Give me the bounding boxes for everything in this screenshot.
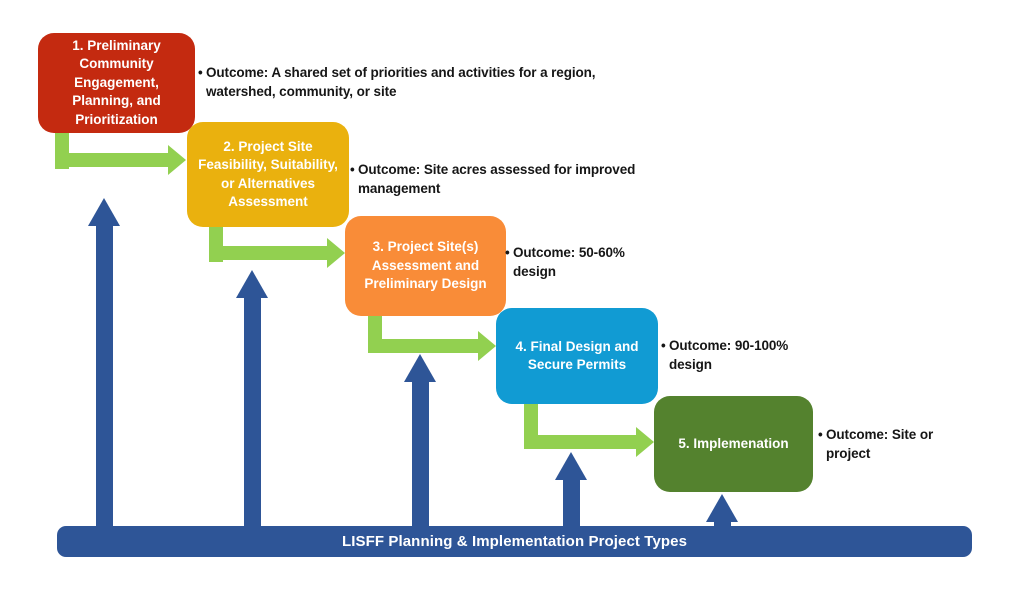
outcome-4-line1: Outcome: 90-100% [669,338,789,353]
bullet-icon: • [661,338,666,353]
right-arrowhead-icon [636,427,654,457]
outcome-2: • Outcome: Site acres assessed for impro… [350,160,635,198]
outcome-5-line1: Outcome: Site or [826,427,934,442]
connector-horizontal-segment [209,246,327,260]
up-arrowhead-icon [236,270,268,298]
up-arrow-shaft [714,519,731,529]
up-arrowhead-icon [88,198,120,226]
step-4-label: 4. Final Design and Secure Permits [515,338,639,373]
outcome-5-line2: project [826,446,871,461]
outcome-1-line2: watershed, community, or site [206,84,397,99]
outcome-1: • Outcome: A shared set of priorities an… [198,63,596,101]
outcome-4-line2: design [669,357,712,372]
step-1-label: 1. Preliminary Community Engagement, Pla… [72,37,161,127]
step-5-box: 5. Implemenation [654,396,813,492]
bullet-icon: • [350,162,355,177]
outcome-3-line1: Outcome: 50-60% [513,245,625,260]
outcome-2-line1: Outcome: Site acres assessed for improve… [358,162,636,177]
right-arrowhead-icon [478,331,496,361]
base-bar-label: LISFF Planning & Implementation Project … [341,533,688,550]
up-arrow-shaft [412,381,429,527]
outcome-1-line1: Outcome: A shared set of priorities and … [206,65,596,80]
step-3-label: 3. Project Site(s) Assessment and Prelim… [364,239,487,292]
outcome-2-line2: management [358,181,441,196]
base-bar: LISFF Planning & Implementation Project … [57,526,972,557]
outcome-3: • Outcome: 50-60% design [505,243,625,281]
step-2-box: 2. Project Site Feasibility, Suitability… [187,122,349,227]
right-arrowhead-icon [327,238,345,268]
bullet-icon: • [818,427,823,442]
connector-horizontal-segment [55,153,168,167]
connector-horizontal-segment [524,435,636,449]
outcome-4: • Outcome: 90-100% design [661,336,788,374]
step-4-box: 4. Final Design and Secure Permits [496,308,658,404]
step-5-label: 5. Implemenation [678,435,789,451]
step-1-box: 1. Preliminary Community Engagement, Pla… [38,33,195,133]
up-arrow-shaft [563,479,580,527]
bullet-icon: • [198,65,203,80]
up-arrowhead-icon [706,494,738,522]
outcome-5: • Outcome: Site or project [818,425,933,463]
bullet-icon: • [505,245,510,260]
right-arrowhead-icon [168,145,186,175]
connector-horizontal-segment [368,339,478,353]
up-arrowhead-icon [404,354,436,382]
outcome-3-line2: design [513,264,556,279]
step-3-box: 3. Project Site(s) Assessment and Prelim… [345,216,506,316]
up-arrow-shaft [96,225,113,527]
step-2-label: 2. Project Site Feasibility, Suitability… [198,138,338,210]
up-arrowhead-icon [555,452,587,480]
up-arrow-shaft [244,297,261,527]
